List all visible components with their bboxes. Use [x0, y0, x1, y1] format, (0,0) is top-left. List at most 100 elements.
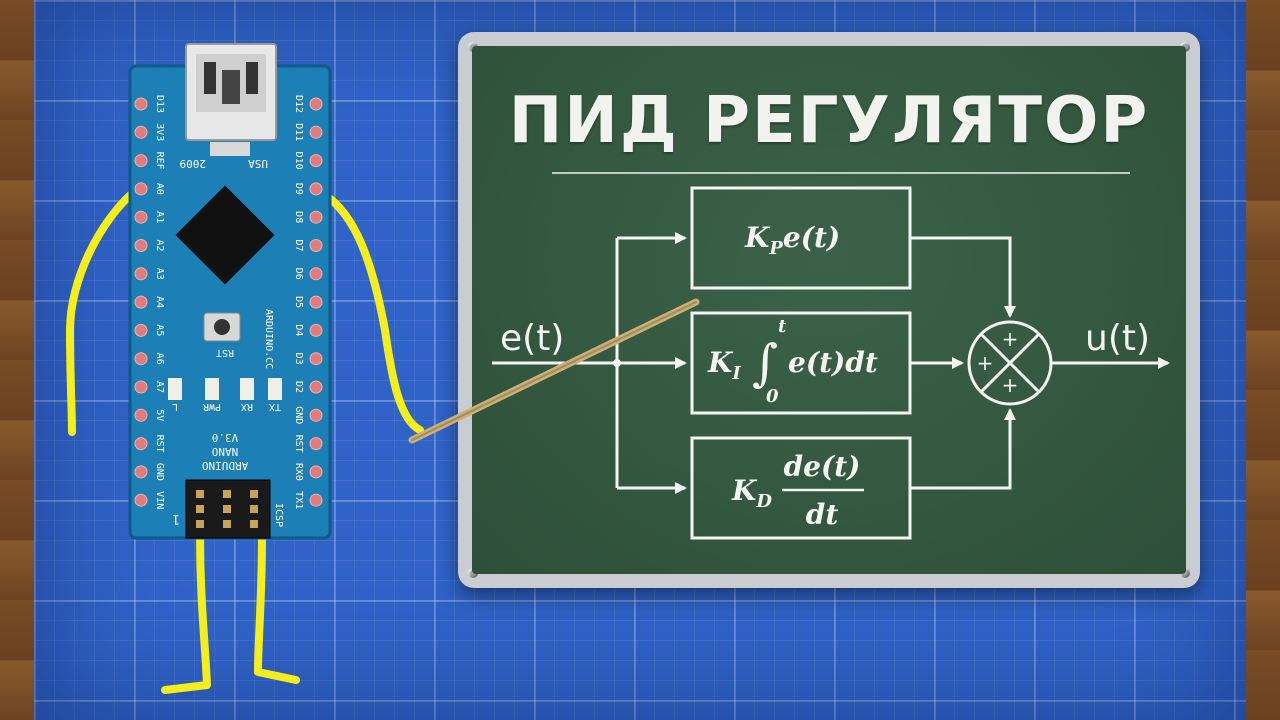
- pin-label-left: GND: [154, 463, 165, 481]
- left-arm: [65, 186, 140, 436]
- pin-label-right: TX1: [293, 491, 304, 509]
- wood-edge-left: [0, 0, 40, 720]
- right-arm: [321, 191, 424, 434]
- pin-label-left: A7: [154, 381, 165, 393]
- pin-left: [134, 295, 148, 309]
- model-label: NANO: [212, 445, 239, 458]
- pin-right: [309, 125, 323, 139]
- pin-right: [309, 97, 323, 111]
- model-label: V3.0: [212, 431, 239, 444]
- pin1-label: 1: [172, 511, 180, 526]
- icsp-label: ICSP: [273, 503, 284, 527]
- pin-label-right: RST: [293, 435, 304, 453]
- pin-right: [309, 323, 323, 337]
- summer-sign-bottom: +: [1002, 373, 1019, 397]
- pin-label-right: D5: [293, 296, 304, 308]
- model-label: ARDUINO: [202, 459, 248, 472]
- pin-label-left: REF: [154, 152, 165, 170]
- pin-right: [309, 154, 323, 168]
- pin-right: [309, 295, 323, 309]
- i-formula-gain: KI: [707, 346, 741, 384]
- pin-label-right: D8: [293, 211, 304, 223]
- summer-sign-left: +: [977, 351, 994, 375]
- pin-label-left: RST: [154, 435, 165, 453]
- pin-left: [134, 408, 148, 422]
- led-label: L: [172, 401, 178, 412]
- d-numerator: de(t): [784, 450, 861, 483]
- pin-left: [134, 437, 148, 451]
- integral-sign: ∫: [752, 334, 778, 392]
- reset-label: RST: [216, 347, 234, 358]
- integral-upper: t: [778, 316, 787, 337]
- input-label: e(t): [500, 318, 564, 359]
- led-rx: [240, 378, 254, 400]
- chalkboard: ПИД РЕГУЛЯТОР: [458, 32, 1200, 588]
- pin-label-left: 3V3: [154, 123, 165, 141]
- d-formula-gain: KD: [731, 474, 772, 512]
- page-title: ПИД РЕГУЛЯТОР: [508, 84, 1150, 158]
- pin-label-left: A2: [154, 239, 165, 251]
- led-l: [168, 378, 182, 400]
- pin-label-right: D12: [293, 95, 304, 113]
- pin-right: [309, 380, 323, 394]
- pin-left: [134, 210, 148, 224]
- summer-sign-top: +: [1002, 327, 1019, 351]
- pin-labels: D133V3REFA0A1A2A3A4A5A6A75VRSTGNDVIND12D…: [154, 95, 304, 509]
- pin-right: [309, 493, 323, 507]
- led-label: RX: [241, 401, 253, 412]
- led-tx: [268, 378, 282, 400]
- wood-edge-right: [1240, 0, 1280, 720]
- output-label: u(t): [1085, 318, 1150, 359]
- board-brand: ARDUINO.CC: [263, 309, 274, 369]
- pin-label-right: D6: [293, 268, 304, 280]
- pin-label-left: 5V: [154, 409, 165, 421]
- header-pins: [134, 97, 323, 507]
- led-labels: L PWR RX TX: [172, 401, 281, 412]
- pin-left: [134, 352, 148, 366]
- pin-label-left: VIN: [154, 491, 165, 509]
- pin-left: [134, 323, 148, 337]
- pin-left: [134, 239, 148, 252]
- board-year: 2009: [180, 157, 207, 170]
- integral-lower: 0: [766, 386, 779, 407]
- pin-left: [134, 493, 148, 507]
- pin-left: [134, 465, 148, 479]
- pin-label-right: D4: [293, 324, 304, 336]
- pin-right: [309, 182, 323, 196]
- pin-right: [309, 408, 323, 422]
- pin-right: [309, 352, 323, 366]
- pin-label-left: A3: [154, 268, 165, 280]
- board-country: USA: [248, 157, 268, 170]
- pin-left: [134, 380, 148, 394]
- pin-label-right: D10: [293, 152, 304, 170]
- pin-label-right: D2: [293, 381, 304, 393]
- pin-label-left: A5: [154, 324, 165, 336]
- pin-label-right: D9: [293, 183, 304, 195]
- left-leg: [161, 531, 211, 694]
- pin-left: [134, 182, 148, 196]
- led-label: PWR: [202, 401, 221, 412]
- pin-right: [309, 267, 323, 281]
- i-formula-expr: e(t)dt: [788, 346, 878, 379]
- pin-right: [309, 239, 323, 252]
- pin-label-right: D7: [293, 239, 304, 251]
- pin-left: [134, 125, 148, 139]
- mcu-chip: [175, 185, 275, 285]
- led-pwr: [205, 378, 219, 400]
- pin-right: [309, 437, 323, 451]
- pin-left: [134, 154, 148, 168]
- pin-right: [309, 210, 323, 224]
- chalkboard-surface: ПИД РЕГУЛЯТОР: [472, 46, 1186, 574]
- pin-label-left: A1: [154, 211, 165, 223]
- led-label: TX: [269, 401, 281, 412]
- pin-right: [309, 465, 323, 479]
- p-formula: KPe(t): [744, 221, 840, 259]
- pin-label-left: D13: [154, 95, 165, 113]
- pin-label-right: D3: [293, 353, 304, 365]
- pin-label-left: A0: [154, 183, 165, 195]
- d-denominator: dt: [806, 498, 839, 531]
- pin-left: [134, 97, 148, 111]
